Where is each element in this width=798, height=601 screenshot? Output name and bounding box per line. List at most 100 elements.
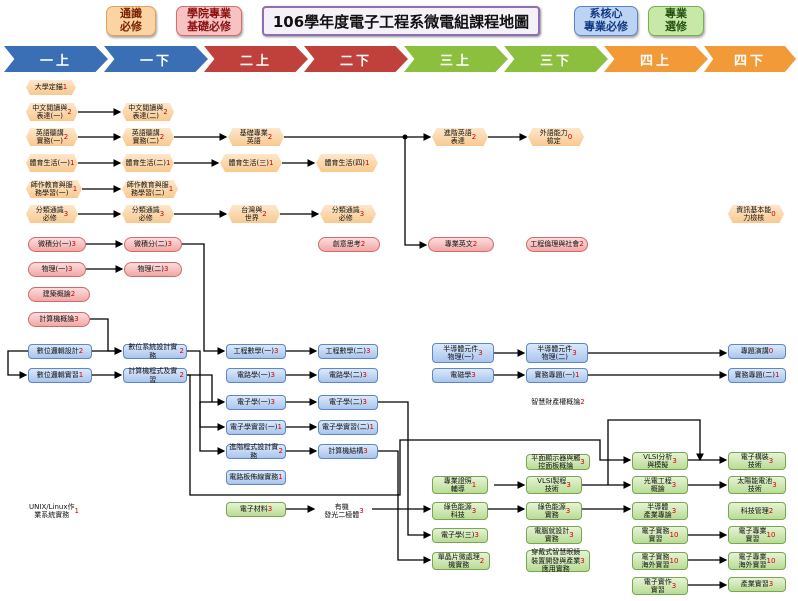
course-name: 單晶片微處理 機實務 [437, 552, 480, 569]
course-node: 師作教育與服 務學習(一) 1 [26, 180, 82, 198]
course-name: 科技管理 [740, 506, 769, 515]
semester-4: 二下 [304, 46, 408, 72]
course-node: 電磁學 3 [432, 368, 494, 383]
course-credit: 2 [67, 107, 72, 116]
course-node: 建築概論 2 [28, 287, 90, 302]
course-name: 台灣與 世界 [241, 205, 263, 222]
course-name: 英語聽講 實務(一) [35, 128, 64, 145]
course-name: 電子實務 海外實習 [641, 552, 670, 569]
semester-7: 四上 [604, 46, 708, 72]
course-credit: 2 [159, 132, 165, 141]
course-name: 中文閱讀與 表達(二) [128, 103, 164, 120]
course-credit: 3 [580, 556, 585, 565]
course-node: 進階英語 表達 2 [432, 128, 488, 146]
course-credit: 2 [267, 132, 273, 141]
course-credit: 3 [671, 581, 677, 590]
course-credit: 2 [179, 371, 184, 380]
course-credit: 2 [262, 209, 267, 218]
course-credit: 3 [471, 506, 477, 515]
course-node: 計算機概論 3 [28, 312, 90, 327]
course-node: 資訊基本能 力檢核 0 [728, 205, 784, 223]
course-credit: 1 [369, 423, 374, 432]
course-credit: 3 [363, 447, 368, 456]
course-credit: 3 [478, 348, 483, 357]
course-credit: 10 [766, 530, 776, 539]
course-node: 創意思考 2 [318, 237, 380, 252]
course-name: 電磁學 [450, 371, 472, 380]
course-name: 電子學(三) [441, 531, 475, 540]
course-credit: 0 [567, 132, 573, 141]
junction-dot [402, 134, 408, 140]
course-credit: 3 [74, 315, 79, 324]
course-name: 電子學(二) [329, 398, 363, 407]
prerequisite-arrow [378, 450, 432, 564]
course-credit: 3 [772, 480, 777, 489]
course-node: VLSI分析 與模擬 3 [632, 452, 688, 470]
course-node: 電子專業 海外實習 10 [728, 552, 786, 570]
course-node: 物理(一) 3 [28, 262, 86, 277]
legend-core: 系核心 專業必修 [574, 6, 638, 36]
course-name: 師作教育與服 務學習(二) [126, 180, 169, 197]
course-credit: 3 [672, 456, 677, 465]
course-name: 分類通識 必修 [131, 205, 160, 222]
course-credit: 10 [669, 530, 679, 539]
course-name: 半導體元件 物理(二) [537, 344, 573, 361]
course-node: 工程數學(一) 3 [226, 344, 286, 359]
course-name: 實務專題(一) [534, 371, 575, 380]
course-credit: 3 [366, 347, 371, 356]
course-credit: 3 [167, 240, 172, 249]
course-node: 基礎專業 英語 2 [228, 128, 284, 146]
course-credit: 3 [471, 371, 476, 380]
course-name: 工程數學(二) [325, 347, 366, 356]
course-credit: 1 [78, 371, 84, 380]
course-name: 中文閱讀與 表達(一) [32, 103, 68, 120]
course-name: 英語聽講 實務(二) [131, 128, 160, 145]
course-name: 綠色能源 科技 [443, 502, 472, 519]
course-name: 進階程式設計實務 [229, 443, 279, 460]
course-credit: 2 [580, 398, 585, 407]
semester-5: 三上 [404, 46, 508, 72]
course-name: 體育生活(四) [324, 158, 365, 167]
course-node: 電子實務 實習 10 [632, 526, 688, 544]
course-credit: 2 [479, 556, 485, 565]
course-credit: 10 [669, 556, 679, 565]
course-name: 數位邏輯設計 [36, 347, 79, 356]
course-name: 平面顯示器與觸 控面板概論 [531, 453, 581, 470]
legend-elective: 專業 選修 [648, 6, 704, 36]
course-node: 分類通識 必修 3 [26, 205, 78, 223]
semester-8: 四下 [704, 46, 796, 72]
course-name: 外語能力 檢定 [539, 128, 568, 145]
course-node: 專業英文 2 [428, 237, 494, 252]
course-name: 體育生活(三) [228, 158, 269, 167]
semester-2: 一下 [104, 46, 208, 72]
course-node: 大學定錨 1 [26, 80, 76, 95]
course-credit: 3 [71, 240, 76, 249]
course-credit: 3 [572, 348, 577, 357]
course-node: 台灣與 世界 2 [228, 205, 280, 223]
course-node: 工程數學(二) 3 [318, 344, 378, 359]
course-name: 體育生活(二) [125, 158, 166, 167]
course-node: 電子材料 3 [226, 502, 286, 517]
course-name: 數位系統設計實務 [128, 343, 178, 360]
course-name: VLSI分析 與模擬 [643, 452, 673, 469]
course-node: 專題演講 0 [728, 344, 786, 359]
course-name: 體育生活(一) [29, 158, 70, 167]
course-name: 進階英語 表達 [443, 128, 472, 145]
course-node: 分類通識 必修 3 [320, 205, 376, 223]
course-node: 有機 發光二極體 3 [316, 502, 372, 520]
course-node: 分類通識 必修 3 [122, 205, 174, 223]
course-node: 綠色能源 科技 3 [432, 502, 488, 520]
course-credit: 3 [768, 580, 774, 589]
semester-3: 二上 [204, 46, 308, 72]
course-credit: 2 [78, 347, 84, 356]
course-node: 電子學實習(二) 1 [318, 420, 378, 435]
course-node: 電子學(二) 3 [318, 395, 378, 410]
course-node: 平面顯示器與觸 控面板概論 3 [526, 454, 590, 470]
course-name: 建築概論 [42, 290, 71, 299]
course-credit: 3 [580, 457, 585, 466]
course-name: 電子學(一) [237, 398, 271, 407]
course-credit: 1 [365, 158, 370, 167]
course-name: 工程數學(一) [233, 347, 274, 356]
course-credit: 3 [267, 505, 273, 514]
course-node: 英語聽講 實務(二) 2 [122, 128, 174, 146]
